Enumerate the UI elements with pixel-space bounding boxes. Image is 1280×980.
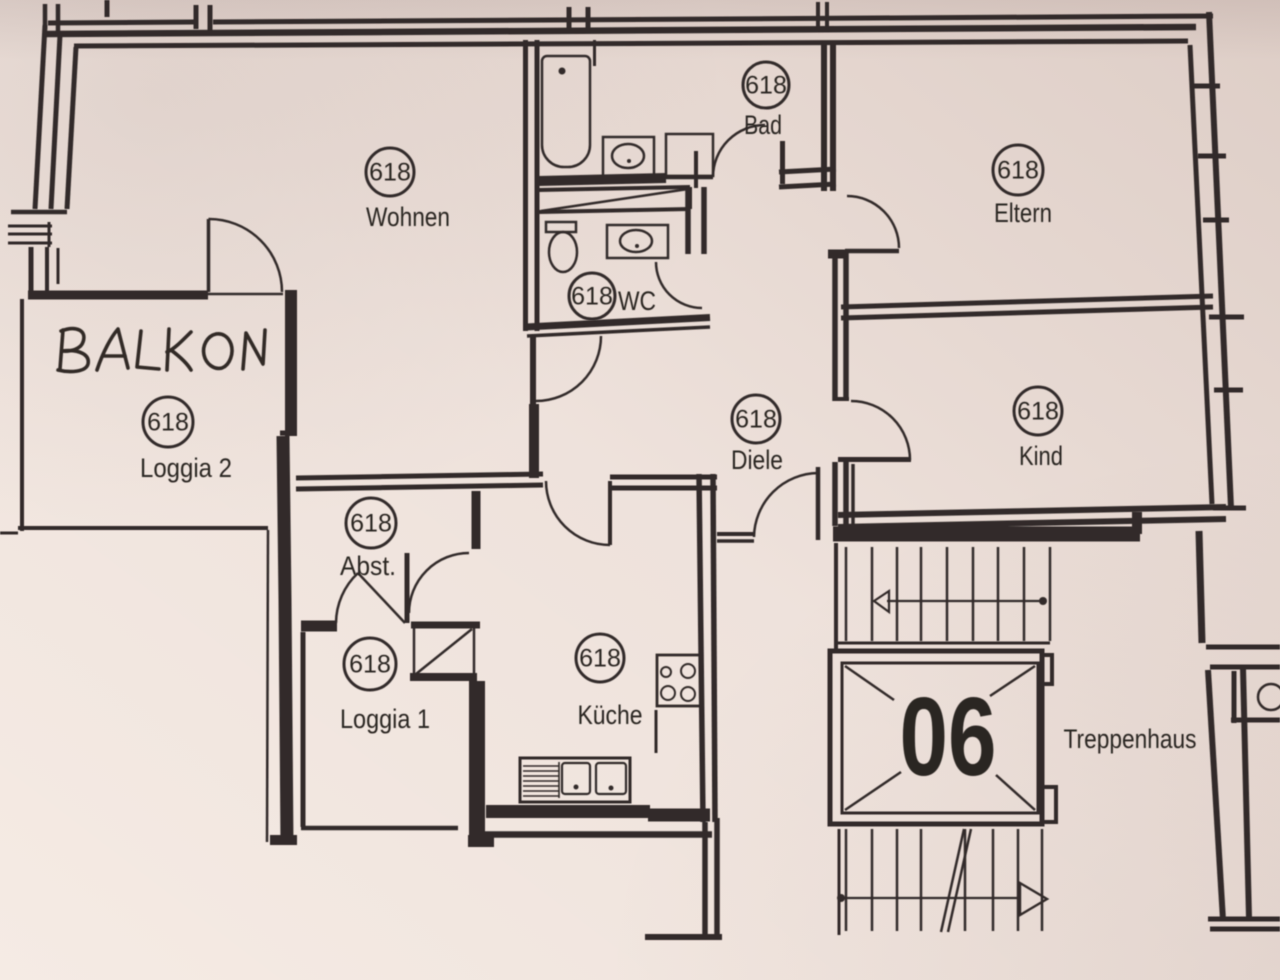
svg-text:618: 618 — [997, 157, 1039, 185]
svg-text:618: 618 — [735, 406, 777, 434]
svg-text:618: 618 — [571, 283, 613, 311]
svg-text:618: 618 — [349, 651, 391, 679]
svg-text:Loggia 1: Loggia 1 — [340, 704, 430, 734]
svg-text:Treppenhaus: Treppenhaus — [1064, 724, 1197, 754]
svg-text:Abst.: Abst. — [340, 551, 396, 581]
svg-text:618: 618 — [579, 645, 621, 673]
svg-text:Kind: Kind — [1019, 441, 1063, 471]
svg-text:618: 618 — [147, 409, 189, 437]
svg-text:Diele: Diele — [731, 445, 783, 475]
svg-text:06: 06 — [900, 675, 997, 799]
svg-text:618: 618 — [1017, 398, 1059, 426]
svg-text:618: 618 — [745, 72, 787, 100]
svg-text:Eltern: Eltern — [994, 198, 1052, 228]
svg-text:Wohnen: Wohnen — [366, 202, 450, 232]
svg-text:WC: WC — [618, 286, 656, 316]
svg-text:Loggia 2: Loggia 2 — [140, 453, 232, 483]
svg-text:Bad: Bad — [744, 110, 782, 140]
svg-text:618: 618 — [369, 159, 411, 187]
svg-text:618: 618 — [350, 510, 392, 538]
svg-text:Küche: Küche — [578, 700, 643, 730]
